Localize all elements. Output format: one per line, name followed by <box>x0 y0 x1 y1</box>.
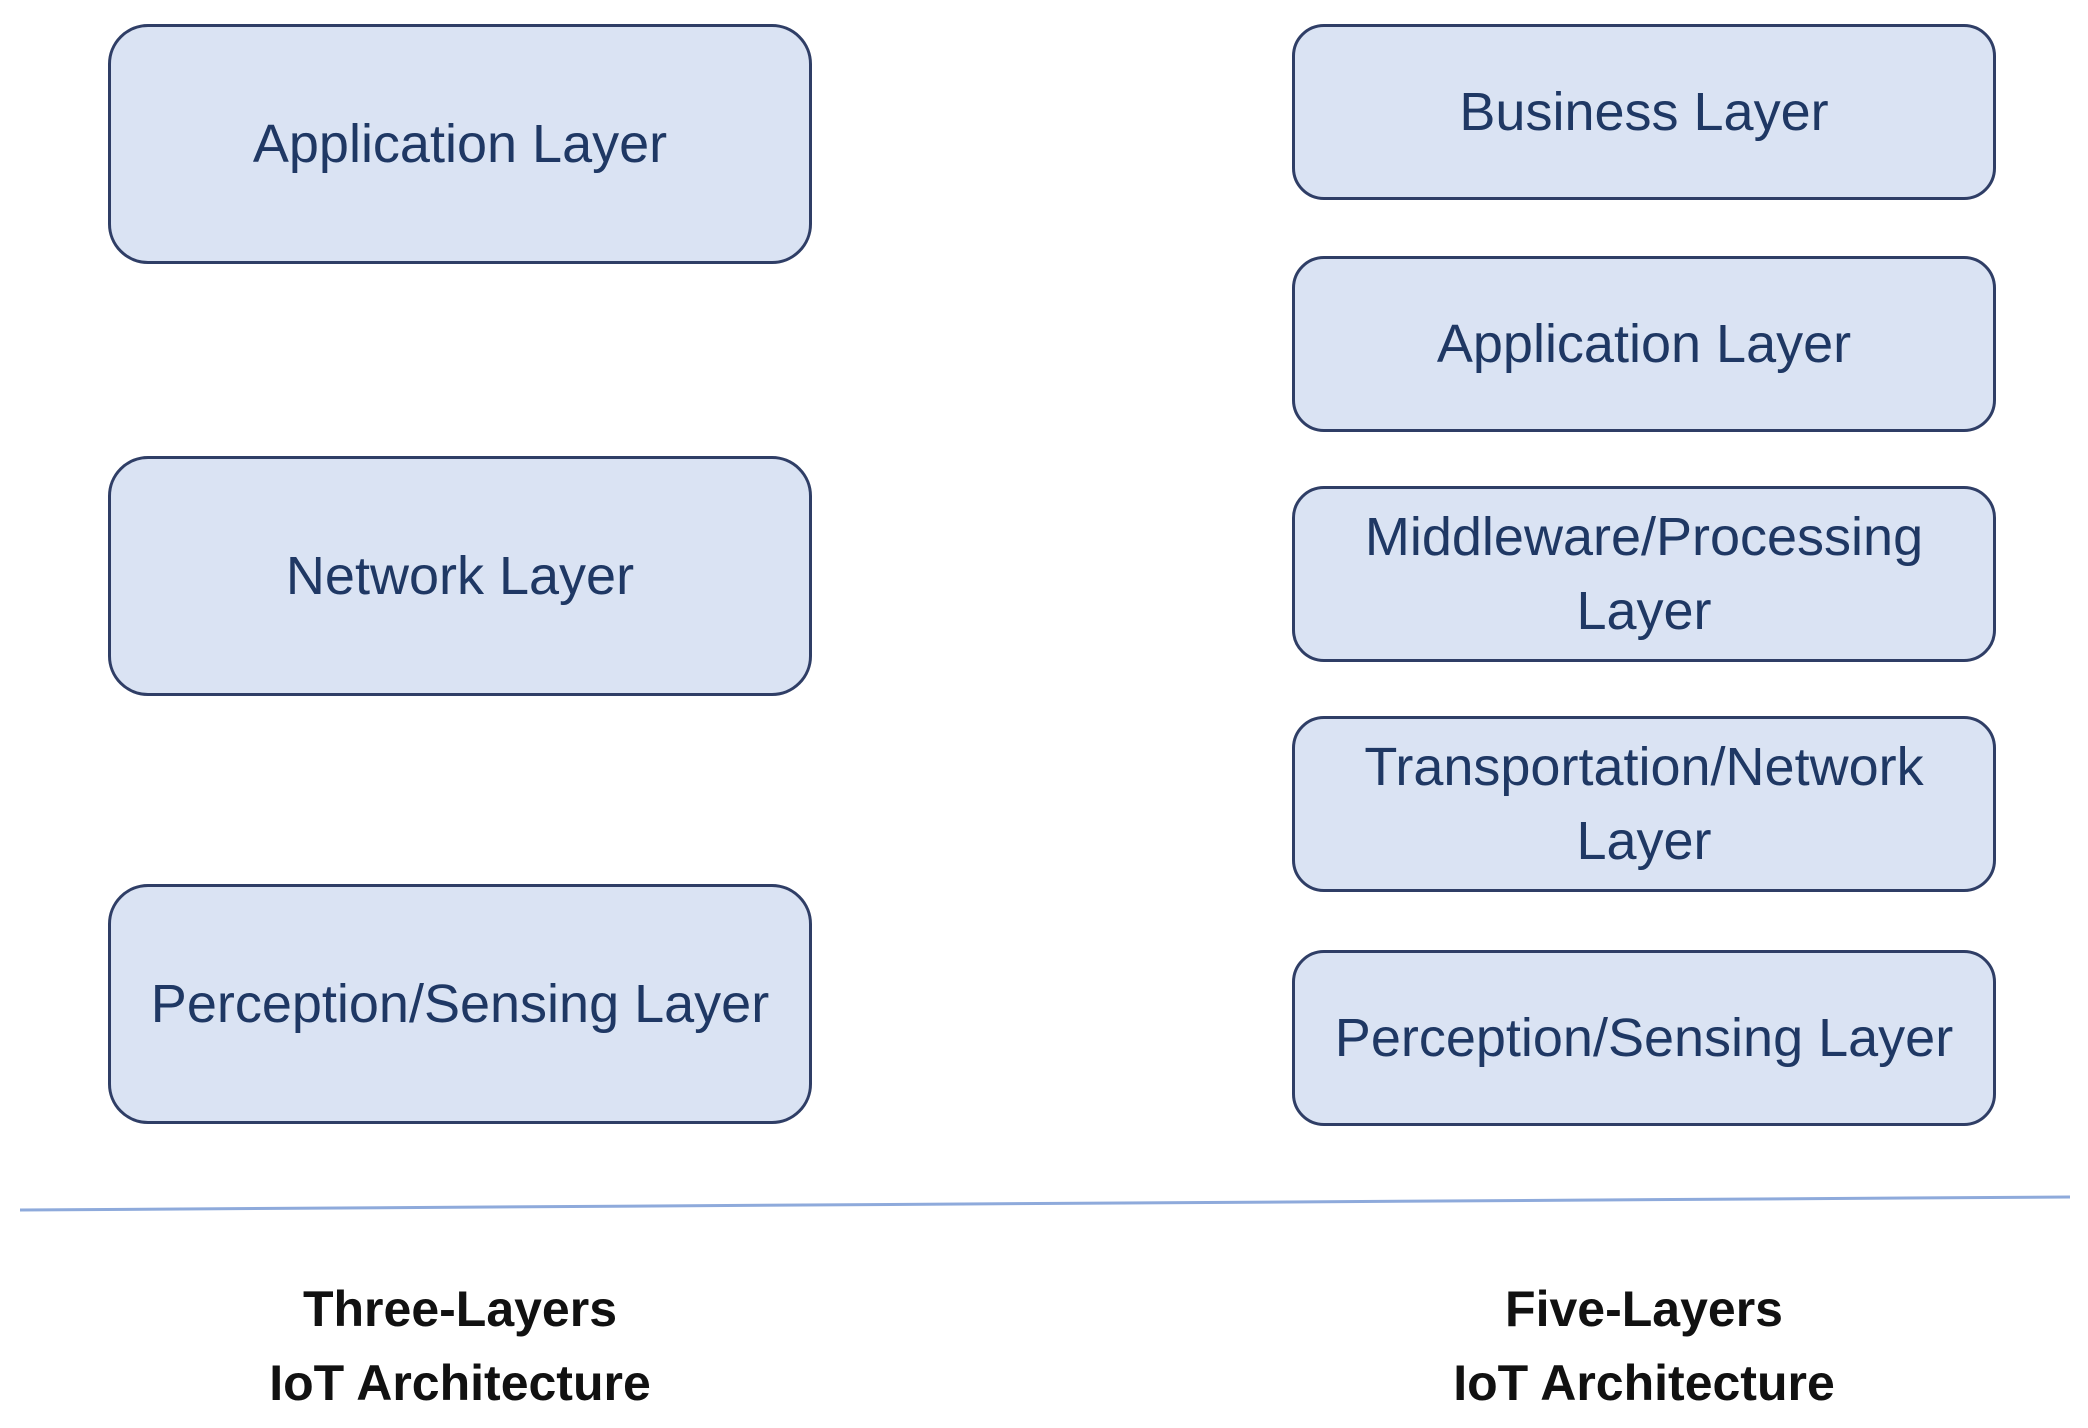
layer-label: Middleware/Processing Layer <box>1364 507 1924 641</box>
three-layer-perception-box: Perception/Sensing Layer <box>108 884 812 1124</box>
five-layer-transportation-box: Transportation/Network Layer <box>1292 716 1996 892</box>
layer-label: Transportation/Network Layer <box>1364 737 1924 871</box>
layer-label: Business Layer <box>1459 82 1829 142</box>
three-layer-caption: Three-Layers IoT Architecture <box>108 1272 812 1420</box>
five-layer-perception-box: Perception/Sensing Layer <box>1292 950 1996 1126</box>
five-layer-middleware-box: Middleware/Processing Layer <box>1292 486 1996 662</box>
three-layer-application-box: Application Layer <box>108 24 812 264</box>
three-layer-network-box: Network Layer <box>108 456 812 696</box>
layer-label: Perception/Sensing Layer <box>150 974 770 1034</box>
layer-label: Perception/Sensing Layer <box>1334 1008 1954 1068</box>
caption-line: IoT Architecture <box>269 1355 651 1411</box>
caption-line: Five-Layers <box>1505 1281 1783 1337</box>
five-layer-business-box: Business Layer <box>1292 24 1996 200</box>
caption-line: Three-Layers <box>302 1281 618 1337</box>
layer-label: Application Layer <box>1436 314 1852 374</box>
layer-label: Network Layer <box>285 546 635 606</box>
layer-label: Application Layer <box>252 114 668 174</box>
five-layer-caption: Five-Layers IoT Architecture <box>1292 1272 1996 1420</box>
five-layer-application-box: Application Layer <box>1292 256 1996 432</box>
caption-line: IoT Architecture <box>1453 1355 1835 1411</box>
